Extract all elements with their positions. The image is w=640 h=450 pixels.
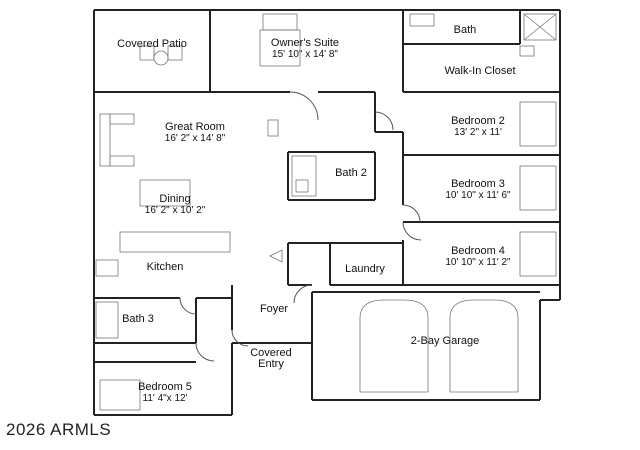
room-bath-owner: Bath <box>430 25 500 36</box>
room-foyer: Foyer <box>244 304 304 315</box>
room-name-line-2: Entry <box>258 358 284 370</box>
room-covered-patio: Covered Patio <box>94 39 210 50</box>
room-name: Great Room <box>165 121 225 133</box>
room-name: Bedroom 3 <box>451 178 505 190</box>
room-dimensions: 10' 10" x 11' 6" <box>445 190 511 201</box>
room-name: Covered Patio <box>117 38 187 50</box>
room-dimensions: 16' 2" x 14' 8" <box>164 133 226 144</box>
room-great-room: Great Room 16' 2" x 14' 8" <box>120 121 270 145</box>
room-name: Kitchen <box>146 261 184 273</box>
room-dimensions: 15' 10" x 14' 8" <box>272 49 338 60</box>
room-covered-entry: Covered Entry <box>236 348 306 370</box>
room-name: Walk-In Closet <box>444 65 516 77</box>
room-name: Owner's Suite <box>270 37 340 49</box>
room-name: Bath 2 <box>335 167 367 179</box>
room-dimensions: 11' 4"x 12' <box>142 393 188 404</box>
room-bath-3: Bath 3 <box>106 314 170 325</box>
interior-walls <box>94 10 560 363</box>
room-bedroom-5: Bedroom 5 11' 4"x 12' <box>110 381 220 405</box>
room-name: 2-Bay Garage <box>410 335 480 347</box>
room-laundry: Laundry <box>330 264 400 275</box>
room-bedroom-3: Bedroom 3 10' 10" x 11' 6" <box>418 178 538 202</box>
room-bedroom-4: Bedroom 4 10' 10" x 11' 2" <box>418 245 538 269</box>
room-2-bay-garage: 2-Bay Garage <box>380 336 510 347</box>
room-name: Bedroom 5 <box>138 381 192 393</box>
room-name: Bath 3 <box>122 313 154 325</box>
room-walk-in-closet: Walk-In Closet <box>415 66 545 77</box>
room-kitchen: Kitchen <box>120 262 210 273</box>
room-dimensions: 16' 2" x 10' 2" <box>144 205 206 216</box>
room-name: Bedroom 4 <box>451 245 505 257</box>
room-owners-suite: Owner's Suite 15' 10" x 14' 8" <box>220 37 390 61</box>
fixtures <box>95 13 557 411</box>
room-name: Bedroom 2 <box>451 115 505 127</box>
doors <box>179 91 422 362</box>
room-name: Dining <box>159 193 191 205</box>
room-name: Laundry <box>345 263 385 275</box>
room-dimensions: 10' 10" x 11' 2" <box>445 257 511 268</box>
room-name: Bath <box>453 24 477 36</box>
room-bath-2: Bath 2 <box>318 168 384 179</box>
room-dining: Dining 16' 2" x 10' 2" <box>110 193 240 217</box>
room-name: Covered <box>250 347 292 359</box>
copyright-watermark: 2026 ARMLS <box>6 420 112 439</box>
room-name: Foyer <box>259 303 289 315</box>
room-dimensions: 13' 2" x 11' <box>454 127 502 138</box>
room-bedroom-2: Bedroom 2 13' 2" x 11' <box>418 115 538 139</box>
